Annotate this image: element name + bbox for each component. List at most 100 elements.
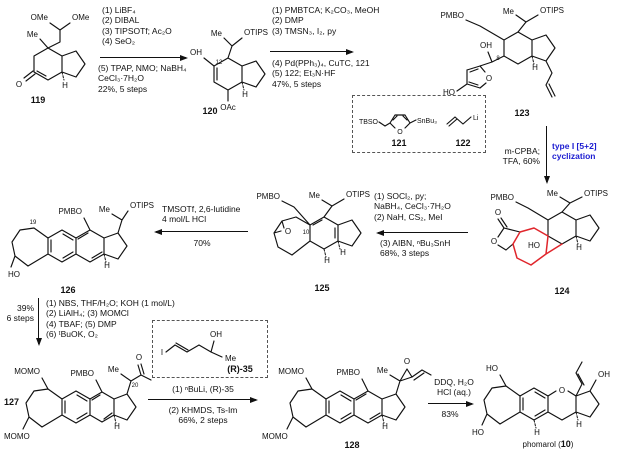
atom-label-ho: HO [443, 88, 455, 97]
compound-caption: phomarol (10) [523, 439, 574, 449]
reagents-128-10-below: 83% [441, 409, 459, 419]
atom-label-oh: OH [190, 48, 202, 57]
atom-label-ho: HO [472, 428, 484, 437]
caption-number: 10 [561, 439, 571, 449]
atom-label-oh: OH [480, 41, 492, 50]
bond-lines [165, 340, 223, 358]
structure-125: PMBO Me OTIPS 10 O H H 125 [256, 190, 370, 293]
atom-label-h: H [340, 248, 346, 257]
atom-label-h: H [324, 256, 330, 265]
reagents-127-128-above: (1) ⁿBuLi, (R)-35 [172, 384, 234, 394]
caption-name: phomarol ( [523, 440, 562, 449]
atom-label-h: H [534, 428, 540, 437]
atom-label-pmbo: PMBO [256, 192, 280, 201]
arrow-123-to-124 [543, 126, 550, 184]
atom-label-ho: HO [8, 270, 20, 279]
atom-label-otips: OTIPS [244, 28, 268, 37]
atom-label-ome: OMe [72, 13, 90, 22]
atom-label-pmbo: PMBO [440, 11, 464, 20]
compound-number: 123 [514, 108, 529, 118]
highlighted-new-bonds [512, 227, 563, 266]
atom-label-o-ketone: O [136, 353, 142, 362]
atom-label-pmbo: PMBO [58, 207, 82, 216]
atom-label-oac: OAc [220, 103, 236, 112]
compound-number: 124 [554, 286, 569, 296]
atom-label-momo: MOMO [278, 367, 304, 376]
atom-label-ho: HO [528, 241, 540, 250]
arrow-127-to-128 [148, 396, 258, 403]
locant-20: 20 [132, 383, 139, 389]
structure-121: TBSO O SnBu₃ 121 [359, 114, 437, 148]
atom-label-tbso: TBSO [359, 119, 379, 126]
atom-label-h: H [114, 422, 120, 431]
compound-number: 119 [31, 95, 46, 105]
arrow-126-to-127 [35, 298, 42, 346]
structure-124: PMBO Me OTIPS O O HO H 124 [490, 189, 608, 296]
atom-label-otips: OTIPS [540, 6, 564, 15]
structure-119: Me OMe OMe O H 119 [16, 13, 90, 105]
compound-number: 120 [202, 106, 217, 116]
arrow-125-to-126 [154, 228, 248, 235]
atom-label-o: O [16, 80, 22, 89]
atom-label-me: Me [211, 29, 223, 38]
bond-lines [481, 361, 600, 429]
reagents-126-127: (1) NBS, THF/H₂O; KOH (1 mol/L)(2) LiAlH… [46, 298, 175, 340]
atom-label-h: H [382, 422, 388, 431]
atom-label-pmbo: PMBO [490, 193, 514, 202]
arrow-128-to-10 [428, 400, 474, 407]
structure-126: HO 19 PMBO Me OTIPS H 126 [8, 201, 154, 295]
atom-label-pmbo: PMBO [336, 368, 360, 377]
atom-label-snbu3: SnBu₃ [417, 118, 437, 125]
atom-label-oh: OH [598, 370, 610, 379]
atom-label-o-lactone: O [491, 237, 497, 246]
compound-number: 121 [391, 138, 406, 148]
locant-8: 8 [496, 56, 500, 62]
reagents-120-123-below: (4) Pd(PPh₃)₄, CuTC, 121(5) 122; Et₃N·HF… [272, 58, 370, 89]
yield-126-127: 39%6 steps [6, 303, 34, 324]
reagents-119-120-above: (1) LiBF₄(2) DIBAL(3) TIPSOTf; Ac₂O(4) S… [102, 5, 172, 47]
reagents-125-126-below: 70% [193, 238, 211, 248]
bond-lines [446, 116, 472, 127]
atom-label-h: H [62, 81, 68, 90]
bond-lines [203, 37, 266, 102]
atom-label-o: O [397, 129, 403, 136]
compound-number: 125 [314, 283, 329, 293]
atom-label-momo: MOMO [14, 367, 40, 376]
structure-phomarol-10: HO HO O OH H H phomarol (10) [472, 361, 610, 449]
atom-label-o-pyran: O [559, 386, 565, 395]
structure-120: OH 12 Me OTIPS OAc H 120 [190, 28, 268, 116]
atom-label-momo: MOMO [262, 432, 288, 441]
atom-label-o-epoxide: O [404, 357, 410, 366]
atom-label-otips: OTIPS [584, 189, 608, 198]
reagents-123-124: m-CPBA;TFA, 60% [502, 146, 540, 167]
atom-label-otips: OTIPS [346, 190, 370, 199]
atom-label-me: Me [108, 365, 120, 374]
atom-label-otips: OTIPS [130, 201, 154, 210]
compound-number: (R)-35 [227, 364, 253, 374]
cyclization-label: type I [5+2]cyclization [552, 141, 597, 162]
bond-lines [497, 196, 600, 266]
caption-close: ) [571, 440, 574, 449]
atom-label-o-epoxide: O [285, 227, 291, 236]
reagent-box-121-122: TBSO O SnBu₃ 121 Li 122 [352, 95, 486, 153]
atom-label-ho: HO [486, 364, 498, 373]
bond-lines [286, 368, 432, 430]
bond-lines [273, 198, 362, 258]
arrow-120-to-123 [270, 48, 354, 55]
atom-label-me: Me [503, 7, 515, 16]
atom-label-h: H [242, 90, 248, 99]
atom-label-h: H [576, 243, 582, 252]
compound-number: 127 [4, 397, 19, 407]
structure-123: PMBO Me OTIPS OH 8 O HO H 123 [440, 6, 564, 118]
bond-lines [378, 114, 417, 129]
arrow-119-to-120 [100, 54, 188, 61]
reagents-124-125-above: (1) SOCl₂, py;NaBH₄, CeCl₃·7H₂O(2) NaH, … [374, 191, 451, 222]
atom-label-o: O [486, 74, 492, 83]
structure-r35: I OH Me (R)-35 [161, 330, 253, 374]
reagent-box-r35: I OH Me (R)-35 [152, 320, 268, 378]
atom-label-h: H [104, 261, 110, 270]
atom-label-h: H [532, 63, 538, 72]
